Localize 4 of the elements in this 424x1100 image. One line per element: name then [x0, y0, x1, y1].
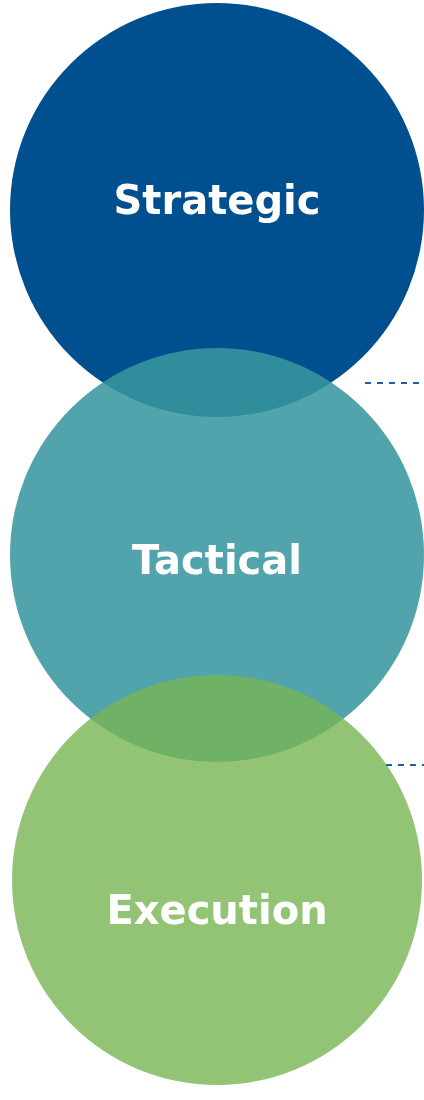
circle-label: Strategic — [113, 177, 321, 223]
circle-label: Tactical — [131, 537, 303, 583]
circle-label: Execution — [106, 887, 328, 933]
dashed-line — [385, 764, 424, 766]
